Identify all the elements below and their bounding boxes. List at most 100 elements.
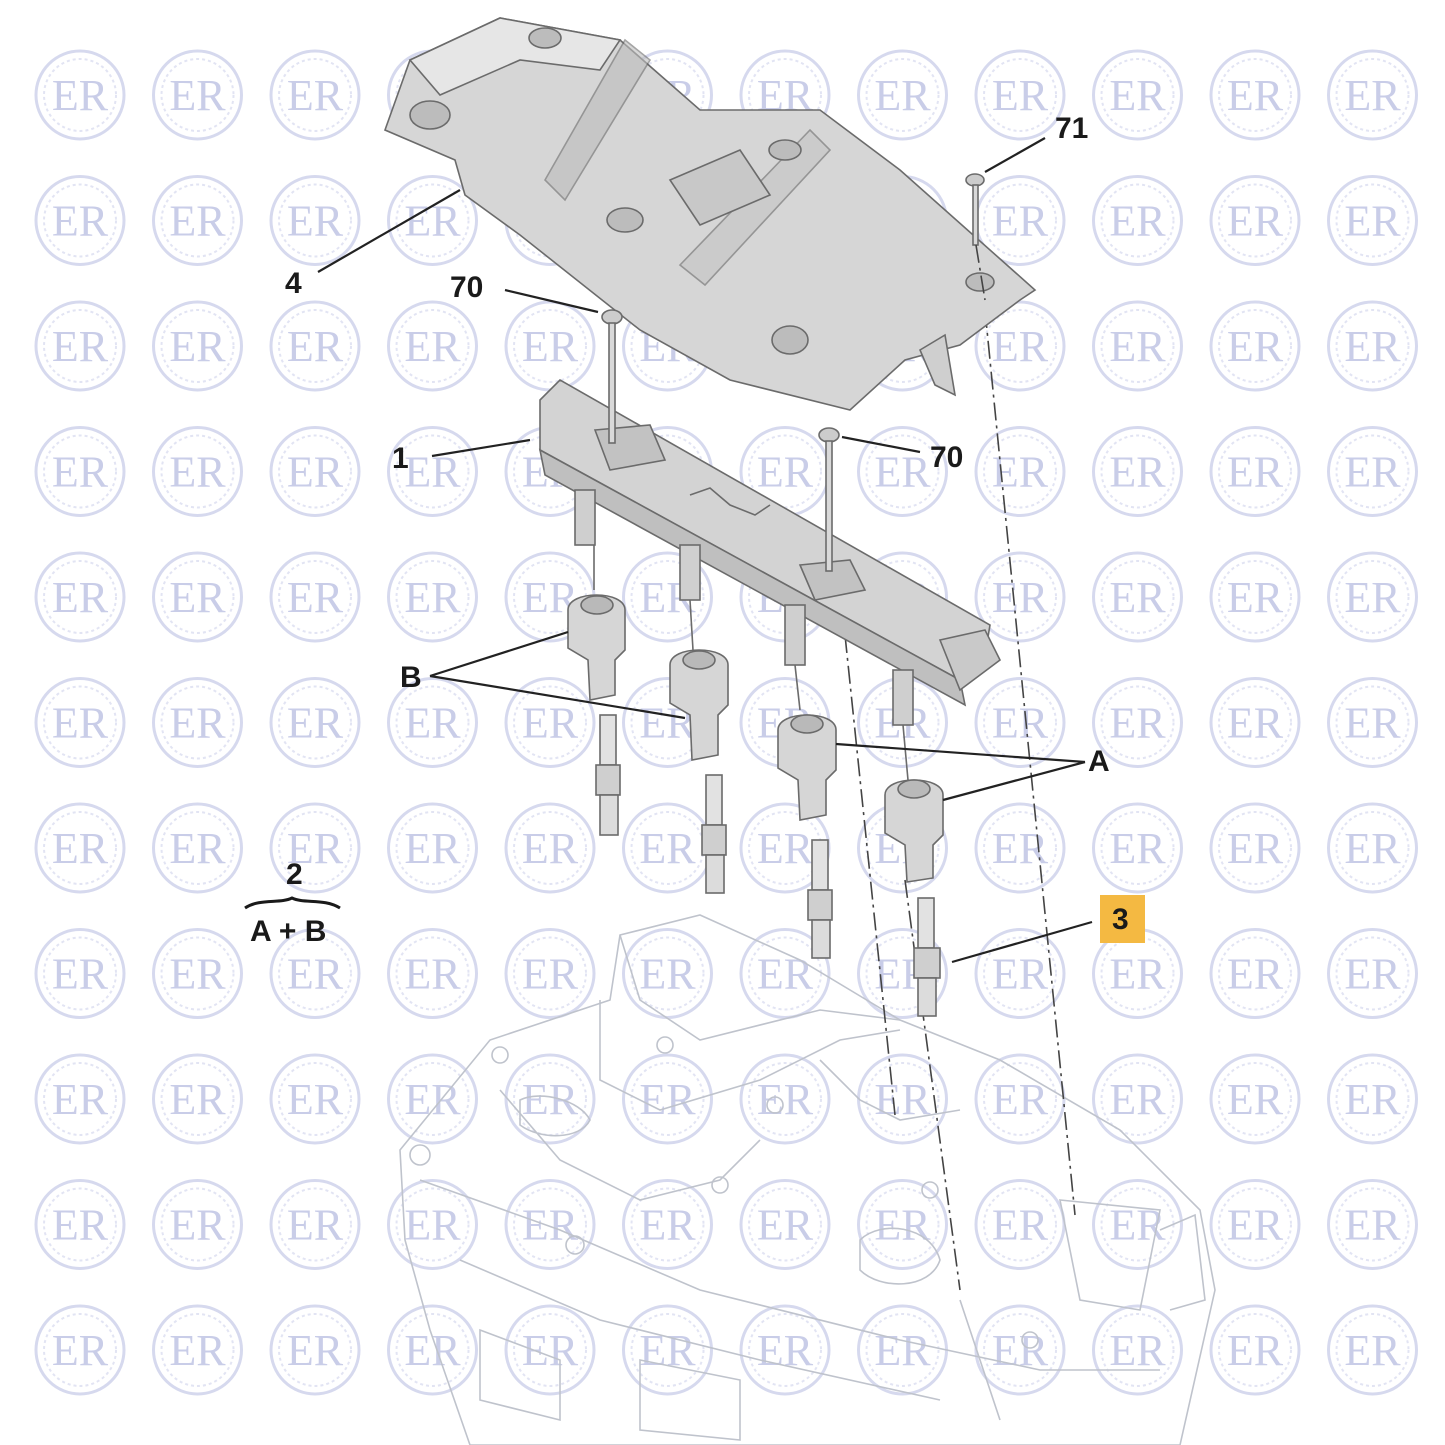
- watermark-text: ER: [169, 322, 226, 371]
- watermark-text: ER: [992, 699, 1049, 748]
- watermark-text: ER: [169, 699, 226, 748]
- watermark-stamp: ER: [1092, 677, 1183, 768]
- watermark-text: ER: [522, 322, 579, 371]
- watermark-text: ER: [1227, 1201, 1284, 1250]
- watermark-stamp: ER: [1209, 1304, 1301, 1396]
- watermark-stamp: ER: [387, 1179, 478, 1270]
- watermark-stamp: ER: [1209, 551, 1301, 643]
- watermark-stamp: ER: [1327, 1179, 1418, 1270]
- watermark-stamp: ER: [152, 1304, 243, 1396]
- watermark-stamp: ER: [1327, 175, 1418, 266]
- watermark-text: ER: [169, 1201, 226, 1250]
- watermark-stamp: ER: [269, 1304, 361, 1396]
- watermark-text: ER: [874, 71, 931, 120]
- watermark-text: ER: [1109, 197, 1166, 246]
- watermark-stamp: ER: [1209, 300, 1301, 392]
- watermark-stamp: ER: [1092, 551, 1183, 643]
- kit-brace: [244, 896, 341, 910]
- watermark-stamp: ER: [1092, 49, 1183, 141]
- watermark-stamp: ER: [974, 426, 1066, 517]
- watermark-text: ER: [169, 824, 226, 873]
- watermark-text: ER: [1227, 1326, 1284, 1375]
- watermark-stamp: ER: [857, 49, 948, 141]
- watermark-text: ER: [52, 448, 109, 497]
- watermark-text: ER: [287, 448, 344, 497]
- watermark-stamp: ER: [152, 928, 243, 1019]
- leader-lines: [317, 137, 1093, 964]
- watermark-stamp: ER: [269, 1053, 361, 1145]
- watermark-text: ER: [1344, 950, 1401, 999]
- watermark-text: ER: [992, 322, 1049, 371]
- watermark-text: ER: [1227, 824, 1284, 873]
- cover-screw: [965, 173, 986, 301]
- ignition-coil-rail: [538, 379, 1002, 707]
- watermark-text: ER: [287, 1201, 344, 1250]
- watermark-stamp: ER: [622, 1179, 713, 1270]
- watermark-text: ER: [757, 1326, 814, 1375]
- watermark-text: ER: [287, 1075, 344, 1124]
- watermark-text: ER: [404, 1201, 461, 1250]
- watermark-stamp: ER: [34, 300, 126, 392]
- watermark-text: ER: [404, 197, 461, 246]
- watermark-stamp: ER: [269, 677, 361, 768]
- watermark-text: ER: [1344, 448, 1401, 497]
- watermark-stamp: ER: [857, 426, 948, 517]
- watermark-stamp: ER: [387, 551, 478, 643]
- watermark-stamp: ER: [269, 1179, 361, 1270]
- watermark-stamp: ER: [974, 49, 1066, 141]
- watermark-stamp: ER: [34, 426, 126, 517]
- watermark-text: ER: [404, 573, 461, 622]
- watermark-text: ER: [757, 824, 814, 873]
- watermark-stamp: ER: [974, 175, 1066, 266]
- watermark-stamp: ER: [269, 175, 361, 266]
- watermark-stamp: ER: [504, 928, 596, 1019]
- watermark-stamp: ER: [152, 551, 243, 643]
- watermark-text: ER: [522, 699, 579, 748]
- watermark-stamp: ER: [34, 1304, 126, 1396]
- watermark-stamp: ER: [1209, 175, 1301, 266]
- watermark-stamp: ER: [1209, 426, 1301, 517]
- callout-coil-group-b: B: [400, 661, 422, 694]
- watermark-text: ER: [1109, 699, 1166, 748]
- watermark-stamp: ER: [152, 802, 243, 894]
- watermark-stamp: ER: [152, 677, 243, 768]
- watermark-stamp: ER: [34, 49, 126, 141]
- callout-cover: 4: [285, 267, 302, 300]
- watermark-text: ER: [992, 1201, 1049, 1250]
- watermark-text: ER: [1109, 1326, 1166, 1375]
- watermark-text: ER: [757, 950, 814, 999]
- watermark-text: ER: [1109, 1075, 1166, 1124]
- watermark-text: ER: [992, 1326, 1049, 1375]
- watermark-stamp: ER: [387, 802, 478, 894]
- watermark-stamp: ER: [857, 1304, 948, 1396]
- watermark-text: ER: [1227, 197, 1284, 246]
- watermark-stamp: ER: [152, 300, 243, 392]
- watermark-stamp: ER: [857, 1179, 948, 1270]
- watermark-stamp: ER: [974, 1179, 1066, 1270]
- watermark-stamp: ER: [1327, 677, 1418, 768]
- watermark-stamp: ER: [504, 677, 596, 768]
- watermark-stamp: ER: [269, 802, 361, 894]
- watermark-text: ER: [52, 699, 109, 748]
- watermark-stamp: ER: [622, 928, 713, 1019]
- watermark-text: ER: [639, 824, 696, 873]
- coil-bolt-right: [818, 427, 840, 572]
- watermark-text: ER: [1109, 71, 1166, 120]
- watermark-text: ER: [1227, 322, 1284, 371]
- watermark-stamp: ER: [1327, 802, 1418, 894]
- watermark-text: ER: [52, 322, 109, 371]
- watermark-stamp: ER: [974, 802, 1066, 894]
- watermark-stamp: ER: [622, 802, 713, 894]
- watermark-stamp: ER: [1327, 551, 1418, 643]
- watermark-stamp: ER: [152, 49, 243, 141]
- watermark-text: ER: [287, 322, 344, 371]
- watermark-stamp: ER: [1209, 1179, 1301, 1270]
- watermark-text: ER: [287, 699, 344, 748]
- watermark-text: ER: [992, 950, 1049, 999]
- watermark-text: ER: [992, 71, 1049, 120]
- watermark-text: ER: [522, 1075, 579, 1124]
- watermark-stamp: ER: [739, 1053, 831, 1145]
- callout-cover-screw: 71: [1055, 112, 1088, 145]
- watermark-stamp: ER: [974, 551, 1066, 643]
- watermark-stamp: ER: [1327, 928, 1418, 1019]
